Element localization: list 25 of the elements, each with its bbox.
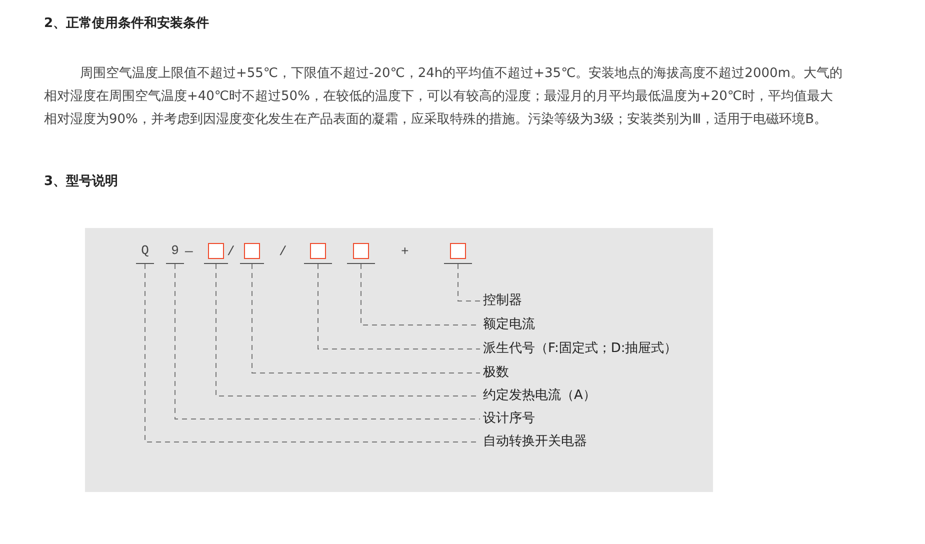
leader-line: [252, 264, 480, 374]
explanation-text: 设计序号: [483, 411, 535, 427]
explanation-text: 约定发热电流（A）: [483, 388, 596, 404]
section-heading: 3、型号说明: [44, 173, 118, 190]
blank-box: [240, 243, 264, 264]
code-letter: 9: [166, 243, 184, 264]
explanation-text: 极数: [483, 365, 509, 381]
explanation-text: 控制器: [483, 293, 522, 309]
leader-line: [458, 264, 480, 302]
blank-box: [347, 243, 375, 264]
leader-line: [318, 264, 480, 350]
leader-line: [174, 264, 480, 420]
paragraph: 周围空气温度上限值不超过+55℃，下限值不超过-20℃，24h的平均值不超过+35℃。安装地点的海拔高度不超过2000m。大气的相对湿度在周围空气温度+40℃时不超过50%，在较低的温度下，可以有较高的湿度；最湿月的月平均最低温度为+20℃时，平均值最大相对湿度为90%，并考虑到因湿度变化发生在产品表面的凝霜，应采取特殊的措施。污染等级为3级；安装类别为Ⅲ，适用于电磁环境B。: [44, 65, 844, 129]
blank-box: [304, 243, 332, 264]
separator-symbol: +: [401, 244, 409, 259]
code-letter: Q: [136, 243, 154, 264]
explanation-text: 派生代号（F:固定式；D:抽屉式）: [483, 341, 678, 357]
separator-symbol: —: [185, 244, 193, 259]
explanation-text: 自动转换开关电器: [483, 434, 587, 450]
blank-box: [444, 243, 472, 264]
section-heading: 2、正常使用条件和安装条件: [44, 14, 210, 32]
separator-symbol: /: [279, 244, 287, 259]
separator-symbol: /: [227, 244, 235, 259]
blank-box: [204, 243, 228, 264]
explanation-text: 额定电流: [483, 317, 535, 333]
